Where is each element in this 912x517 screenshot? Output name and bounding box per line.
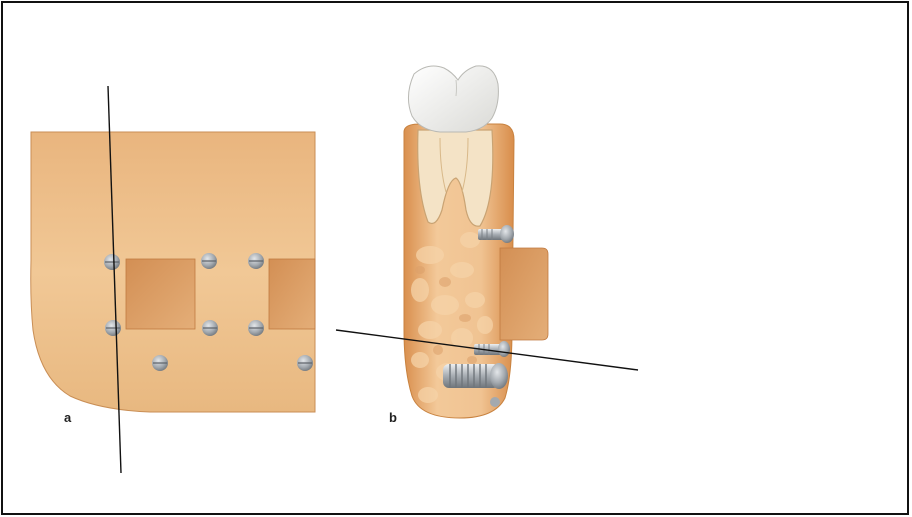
crown-groove	[456, 80, 457, 96]
screw-icon	[248, 320, 264, 336]
panel-label-a: a	[64, 410, 71, 425]
screw-icon	[201, 253, 217, 269]
screw-icon	[202, 320, 218, 336]
fixation-plate-1	[126, 259, 195, 329]
screw-icon	[152, 355, 168, 371]
panel-label-b: b	[389, 410, 397, 425]
screw-icon	[248, 253, 264, 269]
fixation-plate-lateral	[500, 248, 548, 340]
fixation-plate-2	[269, 259, 315, 329]
screw-icon	[105, 320, 121, 336]
screw-icon	[297, 355, 313, 371]
panel-a-mandible	[31, 86, 315, 473]
tooth-crown	[408, 66, 498, 132]
panel-b-cross-section	[336, 66, 638, 418]
screw-icon	[104, 254, 120, 270]
